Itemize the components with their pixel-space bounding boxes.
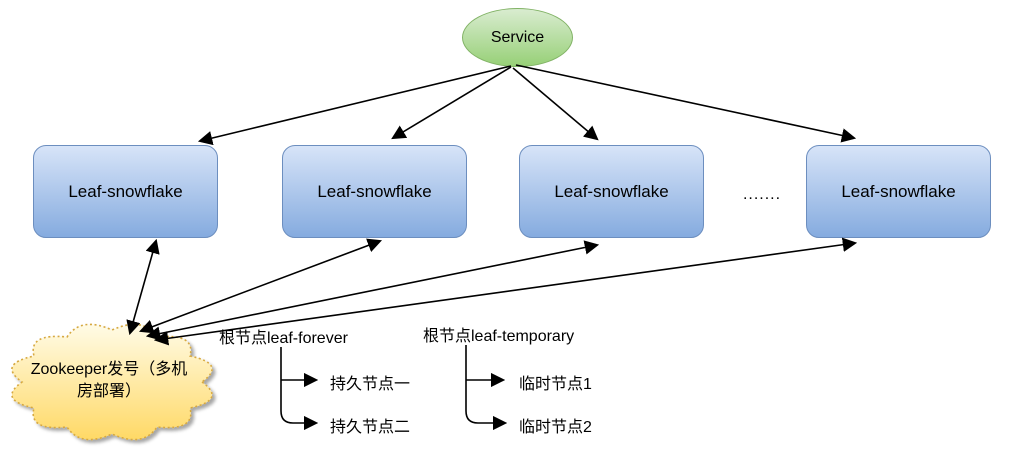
tree-leaf-forever-root-label: 根节点leaf-forever [219, 330, 348, 347]
tree-leaf-forever-child-2: 持久节点二 [330, 419, 411, 436]
leaf-snowflake-label: Leaf-snowflake [68, 181, 183, 201]
arrow-node-1-zookeeper [126, 238, 160, 336]
tree-leaf-forever-branch-2-connector [280, 347, 319, 431]
arrow-service-to-node-3 [512, 67, 599, 141]
tree-leaf-forever-child-1: 持久节点一 [330, 376, 411, 393]
service-label: Service [490, 28, 545, 46]
leaf-snowflake-label: Leaf-snowflake [841, 181, 956, 201]
tree-leaf-temporary-root-label: 根节点leaf-temporary [423, 328, 575, 345]
service-node: Service [462, 8, 573, 67]
arrow-node-2-zookeeper [138, 238, 383, 334]
arrow-service-to-node-4 [515, 64, 857, 143]
tree-leaf-temporary-child-1: 临时节点1 [519, 376, 592, 393]
zookeeper-label: Zookeeper发号（多机房部署） [30, 361, 188, 400]
leaf-snowflake-node-4: Leaf-snowflake [806, 145, 991, 238]
leaf-snowflake-node-3: Leaf-snowflake [519, 145, 704, 238]
leaf-snowflake-label: Leaf-snowflake [317, 181, 432, 201]
tree-leaf-temporary-child-2: 临时节点2 [519, 419, 592, 436]
leaf-snowflake-label: Leaf-snowflake [554, 181, 669, 201]
tree-leaf-temporary-branch-2-connector [465, 345, 508, 431]
arrow-service-to-node-2 [391, 66, 512, 140]
leaf-snowflake-node-2: Leaf-snowflake [282, 145, 467, 238]
leaf-snowflake-node-1: Leaf-snowflake [33, 145, 218, 238]
ellipsis-label: ....... [742, 186, 782, 203]
arrow-service-to-node-1 [197, 65, 512, 146]
